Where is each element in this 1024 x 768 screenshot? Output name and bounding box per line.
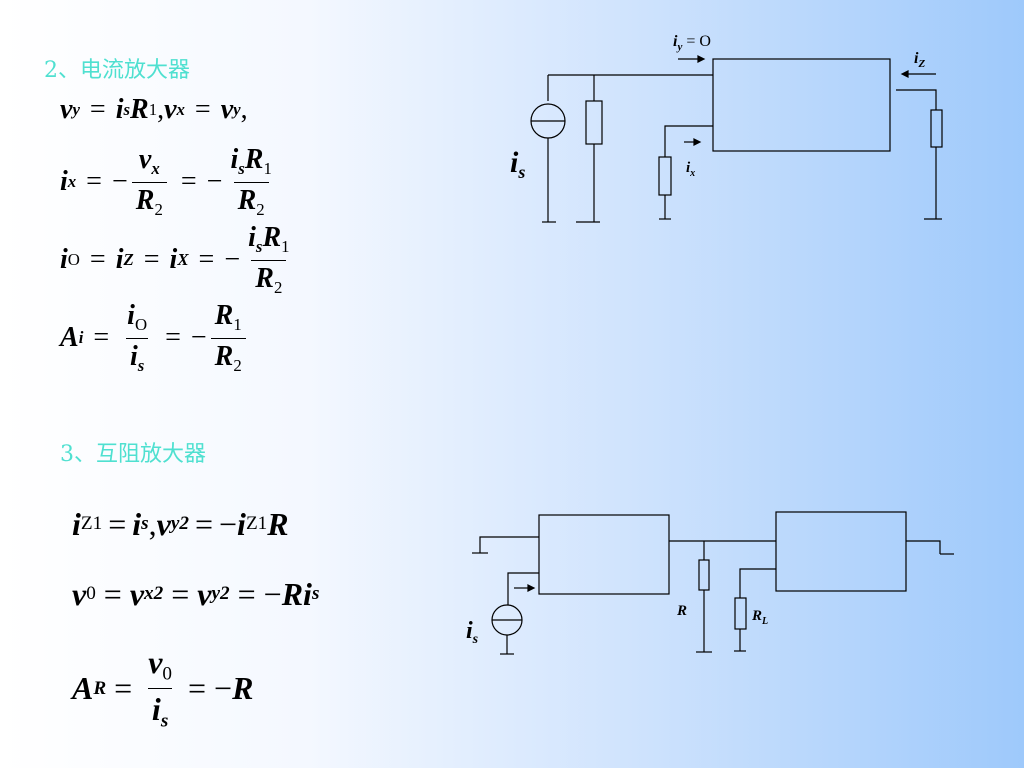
label-R: R [676,603,687,619]
resistor-load [930,109,943,148]
resistor-R1 [585,100,603,145]
block-1 [538,514,670,595]
section3-heading: 3、互阻放大器 [60,442,206,467]
resistor-R2 [658,156,672,196]
fraction-io-is: iO is [125,300,149,375]
resistor-R [698,559,710,591]
fraction-v0-is: v0 is [147,644,173,732]
resistor-RL [734,597,747,630]
block-2 [775,511,907,592]
label-ix: ix [686,160,695,179]
fraction-isR1-R2: isR1 R2 [230,144,272,219]
fraction-R1-R2: R1 R2 [210,302,246,374]
section2-heading: 2、电流放大器 [44,58,190,83]
transresistance-amplifier-circuit [472,511,954,655]
label-RL: RL [751,608,768,627]
fraction-isR1-R2-b: isR1 R2 [248,222,290,297]
two-port-block [712,58,891,152]
label-is: is [510,146,525,182]
label-iy: iy= O [673,33,711,53]
label-is-2: is [466,618,479,647]
fraction-vx-R2: vx R2 [131,146,167,218]
current-amplifier-circuit [530,58,943,223]
label-iz: iZ [914,50,925,70]
